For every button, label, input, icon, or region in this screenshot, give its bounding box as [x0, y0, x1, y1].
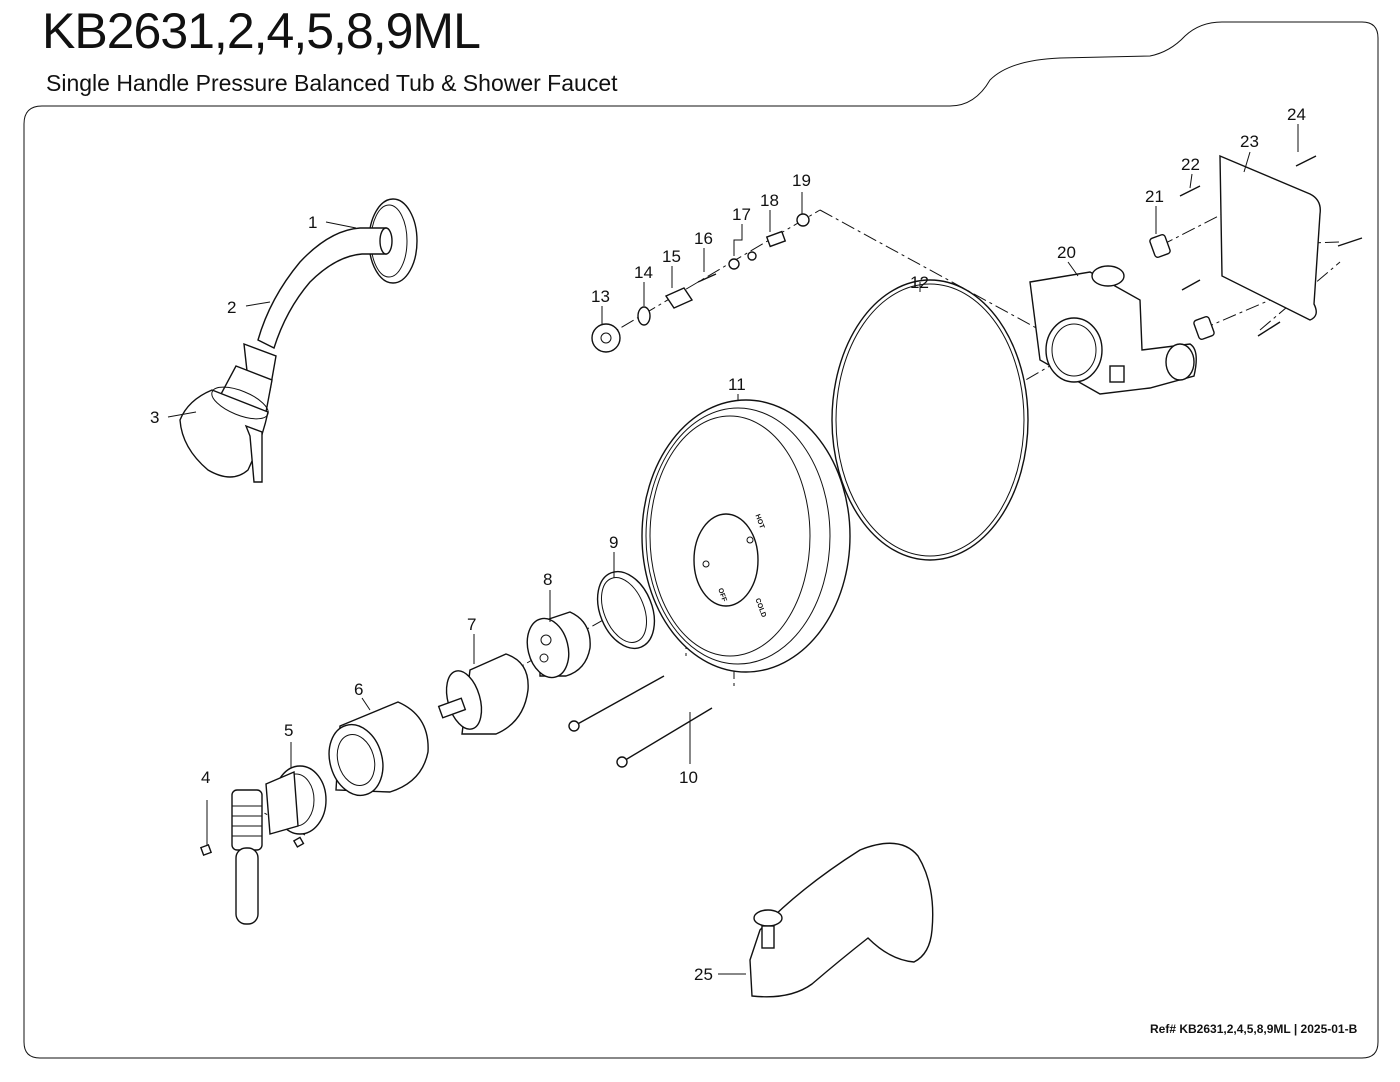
callout-12: 12: [910, 273, 929, 292]
reference-number: Ref# KB2631,2,4,5,8,9ML | 2025-01-B: [1150, 1022, 1358, 1036]
callout-10: 10: [679, 768, 698, 787]
part-spacer: [1149, 234, 1171, 258]
part-mounting-bracket: [1219, 154, 1321, 321]
part-valve-body: [1029, 265, 1197, 395]
drawing-frame: [23, 21, 1379, 1059]
callout-3: 3: [150, 408, 159, 427]
product-description: Single Handle Pressure Balanced Tub & Sh…: [46, 70, 618, 96]
callout-14: 14: [634, 263, 653, 282]
callout-16: 16: [694, 229, 713, 248]
callout-20: 20: [1057, 243, 1076, 262]
part-shower-flange: [368, 198, 418, 284]
part-bracket-screw: [1295, 155, 1317, 167]
part-lever-handle: [231, 765, 327, 925]
callout-5: 5: [284, 721, 293, 740]
callout-leaders: [167, 124, 1299, 975]
model-title: KB2631,2,4,5,8,9ML: [42, 3, 481, 59]
part-shower-arm: [257, 227, 387, 349]
callout-9: 9: [609, 533, 618, 552]
callout-4: 4: [201, 768, 210, 787]
dial-off-label: OFF: [716, 587, 728, 603]
part-shower-head: [179, 342, 277, 483]
part-trim-plate: HOT OFF COLD: [641, 399, 851, 673]
callout-15: 15: [662, 247, 681, 266]
dial-hot-label: HOT: [754, 513, 766, 530]
part-trim-ring: [596, 570, 656, 650]
callout-18: 18: [760, 191, 779, 210]
part-tub-spout: [749, 842, 934, 998]
callout-8: 8: [543, 570, 552, 589]
callout-25: 25: [694, 965, 713, 984]
part-cartridge: [437, 653, 529, 735]
callout-19: 19: [792, 171, 811, 190]
callout-23: 23: [1240, 132, 1259, 151]
part-trim-screws: [568, 675, 713, 768]
callout-17: 17: [732, 205, 751, 224]
callout-7: 7: [467, 615, 476, 634]
part-bracket-screw-lower: [1337, 237, 1363, 247]
part-stem-components: [591, 213, 810, 353]
callout-1: 1: [308, 213, 317, 232]
part-gasket: [831, 279, 1029, 561]
callout-2: 2: [227, 298, 236, 317]
callout-11: 11: [728, 375, 746, 394]
part-spacer-lower: [1193, 316, 1215, 340]
callout-21: 21: [1145, 187, 1164, 206]
callout-6: 6: [354, 680, 363, 699]
callout-labels: 1 2 3 4 5 6 7 8 9 10 11 12 13 14 15 16 1…: [150, 105, 1306, 984]
part-set-screw: [199, 800, 305, 857]
part-handle-sleeve: [328, 701, 429, 797]
part-cartridge-retainer: [526, 611, 591, 679]
callout-13: 13: [591, 287, 610, 306]
callout-24: 24: [1287, 105, 1306, 124]
callout-22: 22: [1181, 155, 1200, 174]
